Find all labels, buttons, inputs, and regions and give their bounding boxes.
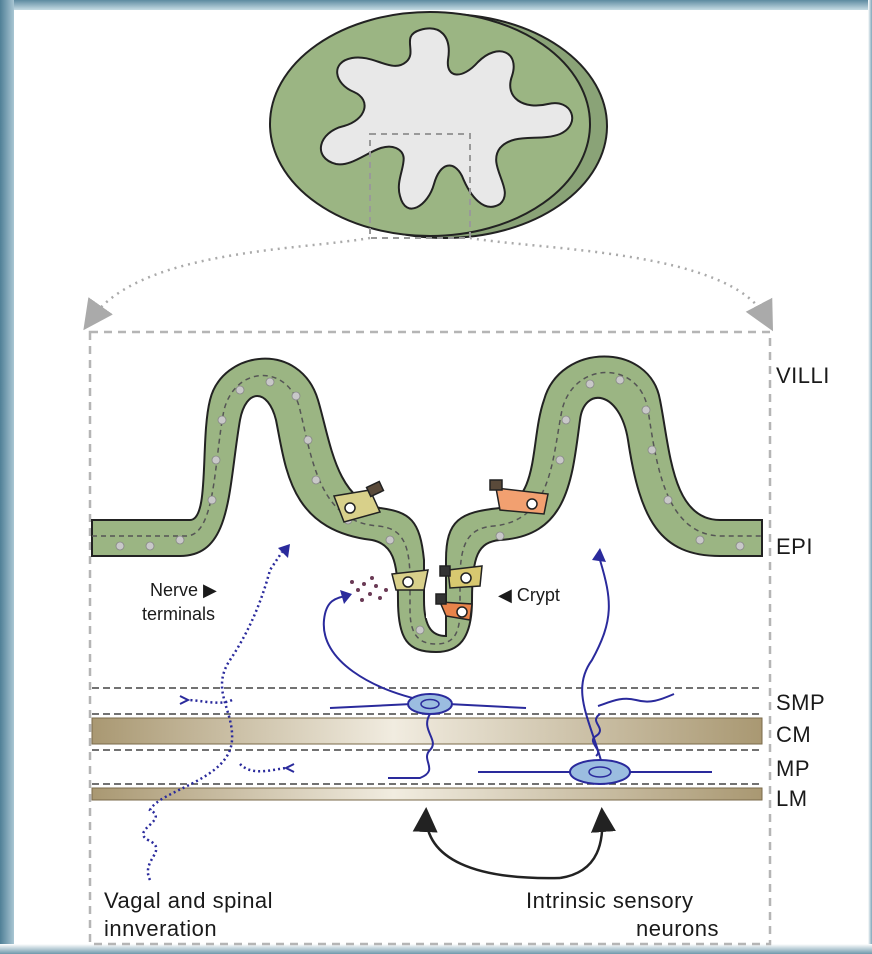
label-vagal-1: Vagal and spinal: [104, 888, 273, 914]
zoom-arrow-left: [92, 238, 370, 318]
mp-neuron-body: [570, 760, 630, 784]
label-lm: LM: [776, 786, 808, 812]
secretory-granules: [350, 576, 388, 602]
label-intrinsic-2: neurons: [636, 916, 719, 942]
longitudinal-muscle-band: [92, 788, 762, 800]
zoom-arrow-right: [470, 238, 766, 318]
label-crypt: ◀ Crypt: [498, 585, 560, 606]
label-epi: EPI: [776, 534, 813, 560]
label-vagal-2: innveration: [104, 916, 217, 942]
label-intrinsic-1: Intrinsic sensory: [526, 888, 693, 914]
arrow-to-mp: [560, 812, 602, 878]
smp-neuron-body: [408, 694, 452, 714]
arrow-to-lm: [426, 812, 560, 878]
label-villi: VILLI: [776, 363, 830, 389]
label-mp: MP: [776, 756, 810, 782]
extrinsic-nerve: [143, 552, 286, 880]
label-nerve-terminals-1: Nerve ▶: [150, 580, 217, 601]
label-smp: SMP: [776, 690, 825, 716]
label-cm: CM: [776, 722, 811, 748]
label-nerve-terminals-2: terminals: [142, 604, 215, 625]
gut-cross-section: [270, 12, 607, 238]
